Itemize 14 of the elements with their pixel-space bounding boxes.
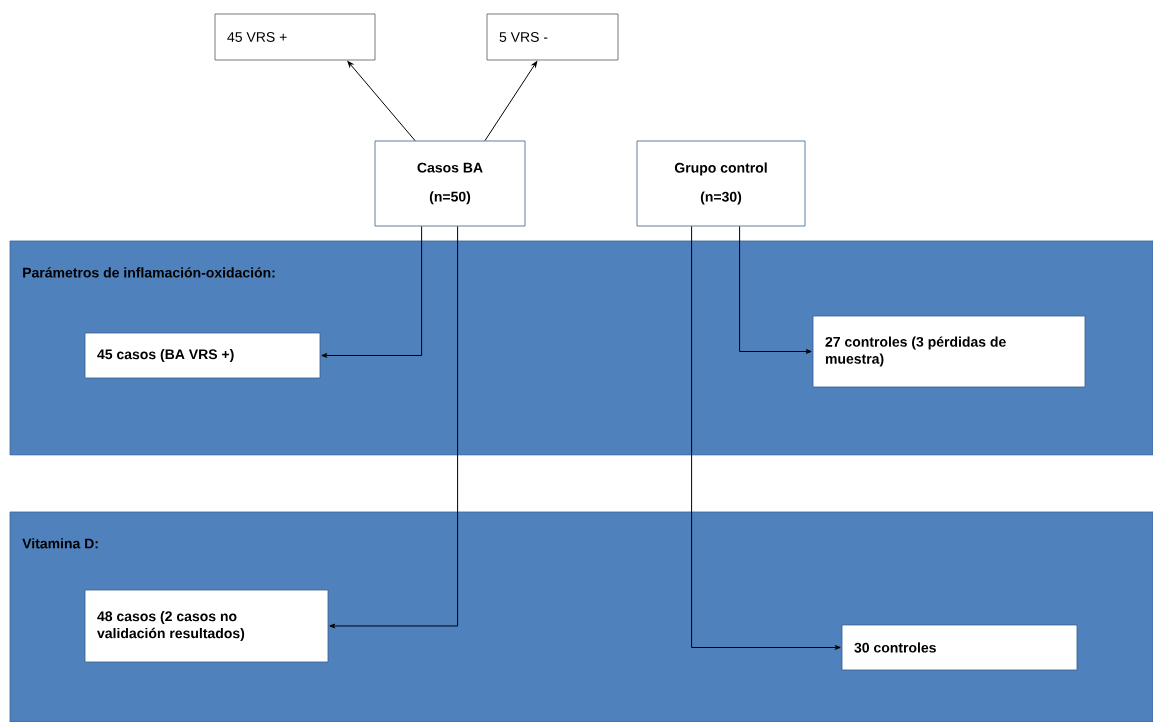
arrow [321,225,423,358]
group-box: Casos BA (n=50) [374,140,526,227]
group-box: Grupo control (n=30) [636,140,806,227]
arrow [347,60,416,142]
result-box: 30 controles [841,624,1078,671]
result-box: 27 controles (3 pérdidas de muestra) [812,315,1086,388]
arrow [484,61,538,142]
arrow [691,225,841,650]
result-box: 5 VRS - [486,13,619,61]
arrow [329,225,459,629]
arrow [739,225,812,354]
result-box: 45 casos (BA VRS +) [84,332,321,379]
result-box: 45 VRS + [214,13,376,61]
result-box: 48 casos (2 casos no validación resultados) [84,589,329,663]
